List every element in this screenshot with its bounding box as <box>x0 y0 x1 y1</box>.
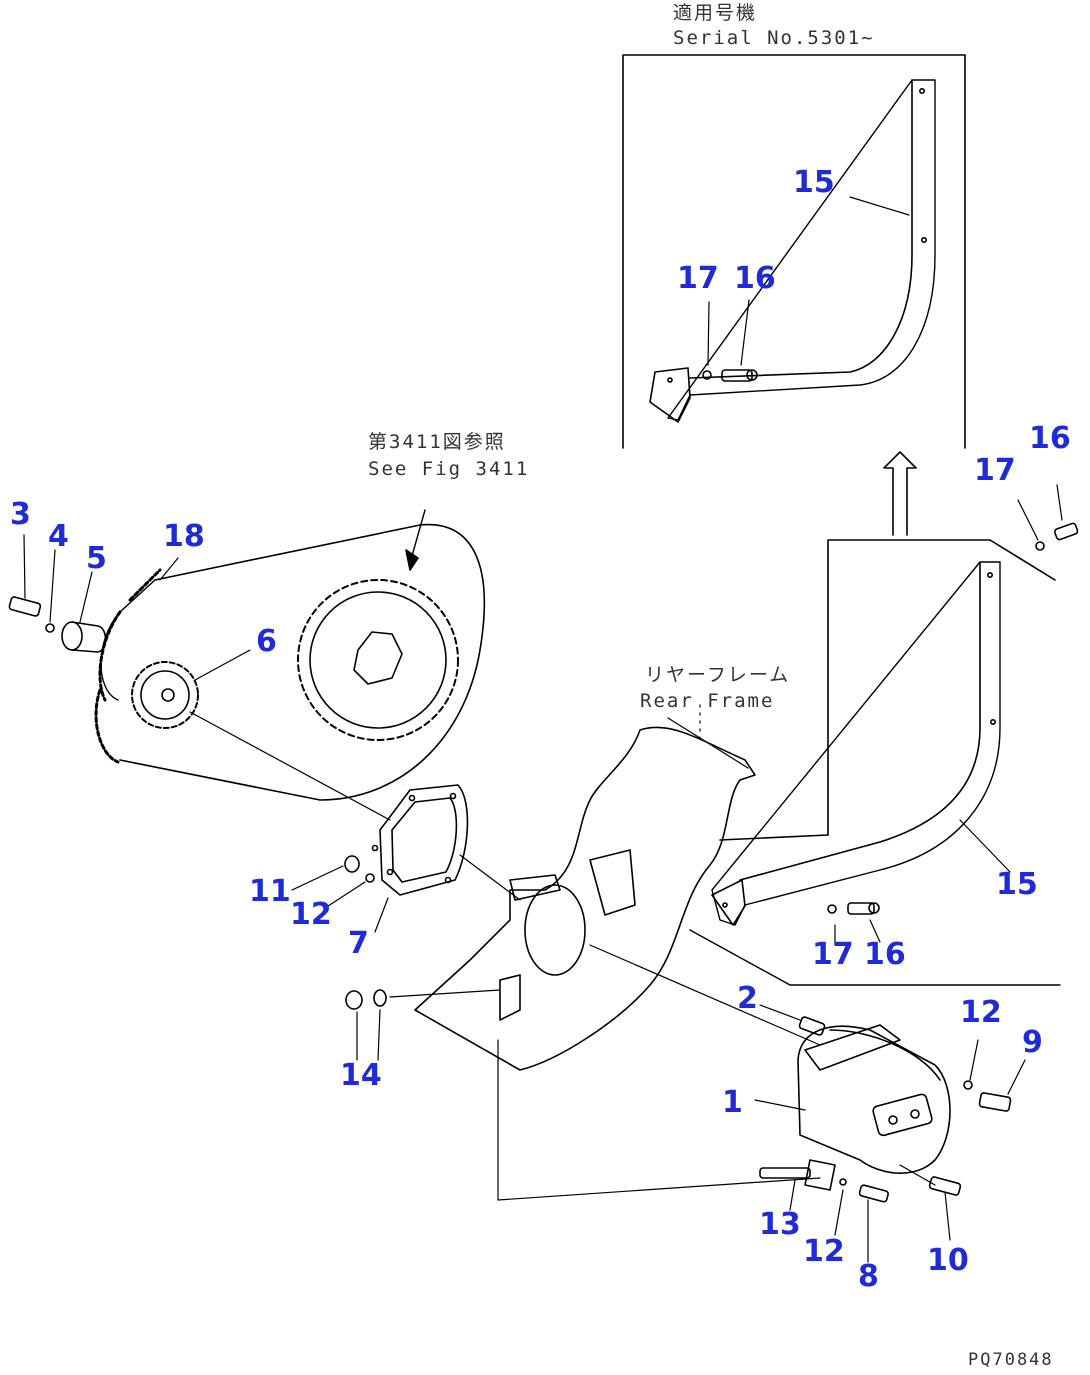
callout-part-15-inset: 15 <box>793 165 835 200</box>
callout-part-6: 6 <box>256 624 277 659</box>
callout-part-18: 18 <box>163 519 205 554</box>
callout-part-5: 5 <box>86 541 107 576</box>
chain-drive <box>94 509 486 801</box>
small-sprocket <box>131 649 391 821</box>
callout-part-17-right: 17 <box>974 453 1016 488</box>
rear-frame-label-en: Rear Frame <box>640 690 775 712</box>
cover-plate <box>291 784 521 933</box>
callout-part-11: 11 <box>249 874 291 909</box>
motor-assembly <box>754 1004 1026 1263</box>
inset-applicability-label: 適用号機 <box>673 2 758 24</box>
figure-reference-jp: 第3411図参照 <box>368 431 506 453</box>
callout-part-13: 13 <box>759 1207 801 1242</box>
inset-serial-label: Serial No.5301~ <box>673 27 875 49</box>
up-arrow <box>883 451 917 536</box>
callout-part-10: 10 <box>927 1243 969 1278</box>
rear-frame-bracket <box>389 704 821 1201</box>
callout-part-1: 1 <box>722 1085 743 1120</box>
callout-part-16-right: 16 <box>1029 421 1071 456</box>
rear-frame-label-jp: リヤーフレーム <box>645 664 791 686</box>
callout-part-7: 7 <box>348 926 369 961</box>
inset-bracket-15 <box>649 79 936 423</box>
callout-part-12-right: 12 <box>960 995 1002 1030</box>
callout-part-9: 9 <box>1022 1025 1043 1060</box>
lower-bracket-15 <box>689 484 1079 986</box>
callout-part-16-inset: 16 <box>734 261 776 296</box>
drawing-code: PQ70848 <box>968 1350 1054 1370</box>
callout-part-17-lower: 17 <box>812 937 854 972</box>
callout-part-12-left: 12 <box>290 897 332 932</box>
callout-part-17-inset: 17 <box>677 261 719 296</box>
callout-part-14: 14 <box>340 1058 382 1093</box>
callout-part-3: 3 <box>10 497 31 532</box>
nut-washer-14 <box>345 989 387 1061</box>
callout-part-12-bottom: 12 <box>803 1234 845 1269</box>
callout-part-2: 2 <box>737 981 758 1016</box>
callout-part-15-lower: 15 <box>996 867 1038 902</box>
callout-part-16-lower: 16 <box>864 937 906 972</box>
callout-part-4: 4 <box>48 519 69 554</box>
figure-reference-en: See Fig 3411 <box>368 458 530 480</box>
bolt-washer-collar <box>8 534 179 653</box>
callout-part-8: 8 <box>858 1259 879 1294</box>
inset-frame <box>622 54 966 449</box>
